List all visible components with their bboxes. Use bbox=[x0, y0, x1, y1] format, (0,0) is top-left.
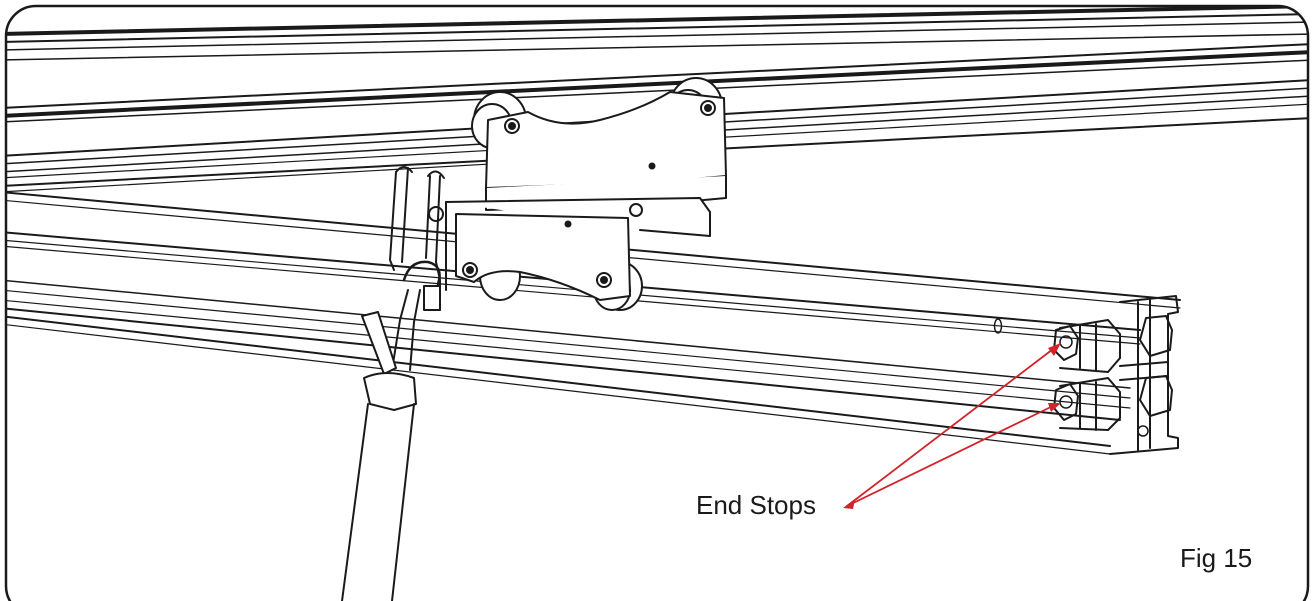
rail-slot bbox=[993, 318, 1003, 334]
end-stop-lower bbox=[1053, 375, 1173, 431]
callout-leader-upper bbox=[846, 345, 1058, 507]
lower-trolley bbox=[428, 197, 711, 311]
pendant-cord bbox=[341, 289, 421, 601]
hanger-strap bbox=[389, 166, 445, 311]
ceiling-track bbox=[6, 6, 1308, 123]
callout-arrowhead-lower bbox=[1048, 403, 1061, 412]
end-stops-label: End Stops bbox=[696, 490, 816, 520]
callout-arrowhead-origin bbox=[843, 499, 855, 509]
figure-number: Fig 15 bbox=[1180, 543, 1253, 573]
callout-arrowhead-upper bbox=[1048, 343, 1061, 356]
callout-leader-lower bbox=[846, 403, 1058, 507]
callout-leaders bbox=[843, 343, 1061, 509]
figure-frame bbox=[4, 4, 1310, 601]
end-stop-upper bbox=[1053, 315, 1173, 373]
